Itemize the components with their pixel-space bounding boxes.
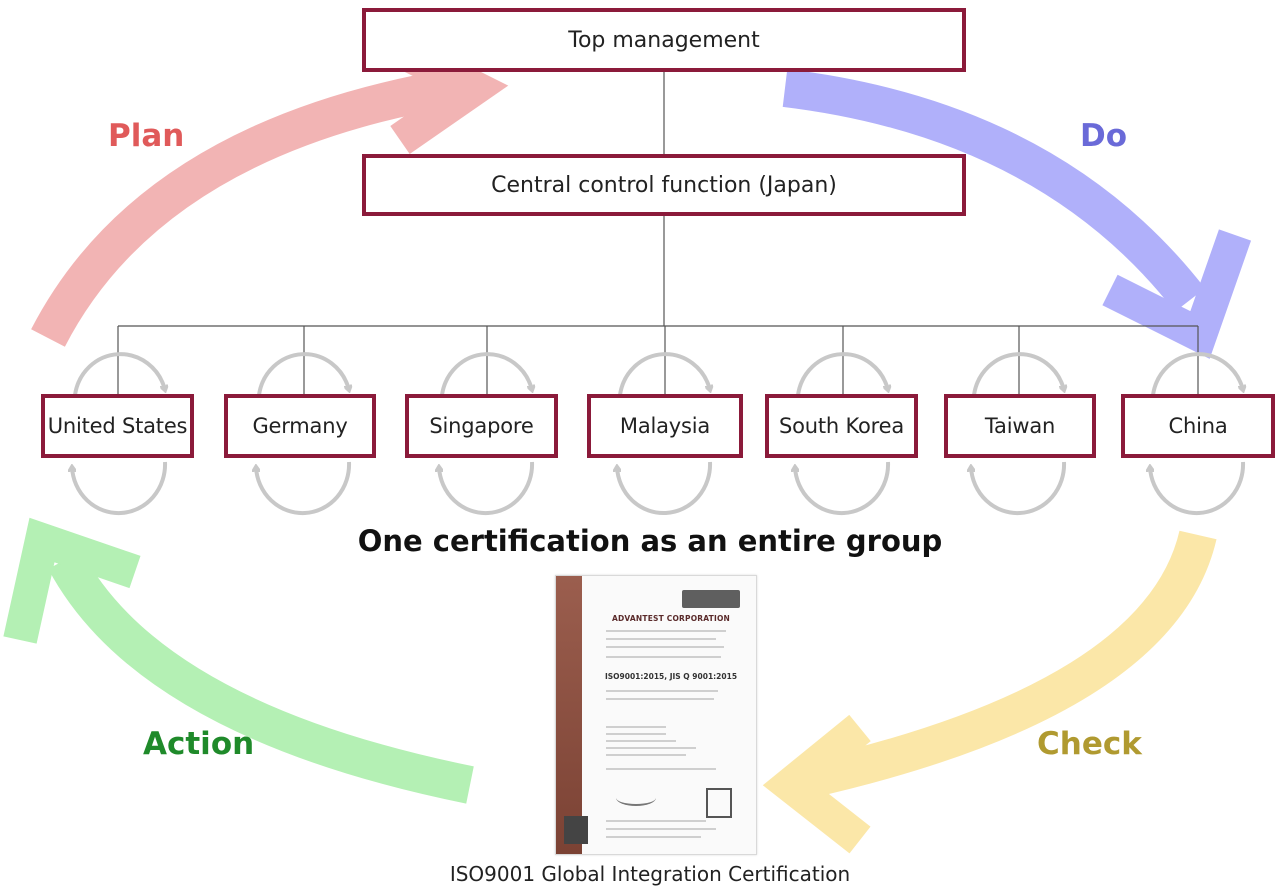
- local-cycles: [72, 352, 1243, 516]
- check-arrow: [762, 530, 1217, 854]
- country-box-germany: Germany: [224, 394, 376, 458]
- qr-code-icon: [564, 816, 588, 844]
- country-box-china: China: [1121, 394, 1275, 458]
- cycle-icon-taiwan: [971, 352, 1064, 516]
- cycle-icon-singapore: [439, 352, 532, 516]
- country-box-singapore: Singapore: [405, 394, 558, 458]
- certificate-seal-icon: [682, 590, 740, 608]
- cycle-icon-malaysia: [617, 352, 710, 516]
- headline: One certification as an entire group: [357, 524, 943, 558]
- do-arrow: [782, 69, 1252, 359]
- certificate-standard: ISO9001:2015, JIS Q 9001:2015: [604, 672, 738, 681]
- check-label: Check: [1037, 726, 1142, 762]
- signature-icon: [616, 790, 656, 806]
- cycle-icon-germany: [256, 352, 349, 516]
- central-control-box: Central control function (Japan): [362, 154, 966, 216]
- country-box-south-korea: South Korea: [765, 394, 918, 458]
- certificate-image: ADVANTEST CORPORATION ISO9001:2015, JIS …: [555, 575, 757, 855]
- do-label: Do: [1080, 118, 1128, 154]
- plan-label: Plan: [108, 118, 185, 154]
- action-arrow: [3, 517, 474, 804]
- cycle-icon-china: [1150, 352, 1243, 516]
- action-label: Action: [143, 726, 255, 762]
- tree-connectors: [117, 72, 1199, 394]
- certificate-band: [556, 576, 582, 854]
- country-box-taiwan: Taiwan: [944, 394, 1096, 458]
- certificate-company: ADVANTEST CORPORATION: [611, 614, 731, 623]
- cycle-icon-united-states: [72, 352, 165, 516]
- country-box-malaysia: Malaysia: [587, 394, 743, 458]
- top-management-box: Top management: [362, 8, 966, 72]
- cycle-icon-south-korea: [795, 352, 888, 516]
- country-box-united-states: United States: [41, 394, 194, 458]
- caption: ISO9001 Global Integration Certification: [449, 862, 851, 886]
- certification-mark-icon: [706, 788, 732, 818]
